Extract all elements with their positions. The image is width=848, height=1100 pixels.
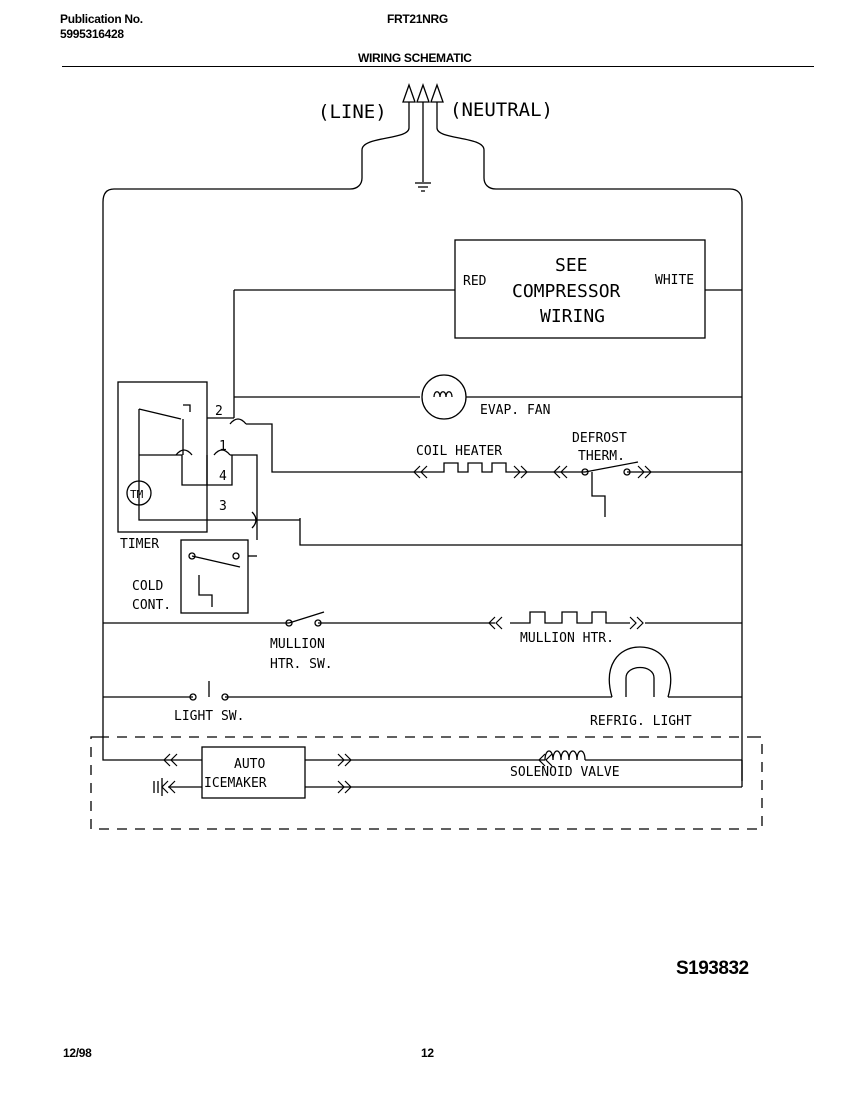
mullion-htr-label: MULLION HTR.	[520, 631, 614, 646]
page-number: 12	[421, 1046, 434, 1060]
icemaker-label-1: AUTO	[234, 757, 265, 772]
terminal-1: 1	[219, 439, 227, 454]
publication-number: 5995316428	[60, 27, 124, 41]
coil-heater-label: COIL HEATER	[416, 444, 502, 459]
timer-motor-label: TM	[130, 488, 144, 501]
timer-box	[117, 381, 208, 533]
publication-label: Publication No.	[60, 12, 143, 26]
defrost-therm-bimetal	[591, 472, 606, 517]
compressor-label: COMPRESSOR	[512, 281, 621, 302]
footer-date: 12/98	[63, 1046, 92, 1060]
model-number: FRT21NRG	[387, 12, 448, 26]
terminal-3: 3	[219, 499, 227, 514]
terminal-2: 2	[215, 404, 223, 419]
line-rail	[102, 127, 410, 761]
compressor-wiring: WIRING	[540, 306, 605, 327]
defrost-therm-label: THERM.	[578, 449, 625, 464]
neutral-label: (NEUTRAL)	[450, 99, 553, 121]
evap-fan-motor-icon	[421, 374, 467, 420]
timer-motor-icon	[126, 480, 152, 506]
compressor-see: SEE	[555, 255, 588, 276]
solenoid-valve-label: SOLENOID VALVE	[510, 765, 620, 780]
solenoid-coil-icon	[544, 750, 586, 761]
icemaker-dashed-region	[90, 736, 763, 830]
mullion-sw-label-2: HTR. SW.	[270, 657, 333, 672]
timer-label: TIMER	[120, 537, 159, 552]
supply-plug	[402, 83, 444, 182]
cold-control-label-1: COLD	[132, 579, 163, 594]
section-title: WIRING SCHEMATIC	[358, 51, 472, 65]
red-wire-label: RED	[463, 274, 487, 289]
connector-chevrons	[161, 465, 652, 794]
line-label: (LINE)	[318, 101, 387, 123]
white-wire-label: WHITE	[655, 273, 694, 288]
cold-control-box	[180, 539, 249, 614]
light-sw-label: LIGHT SW.	[174, 709, 244, 724]
neutral-rail	[436, 127, 743, 781]
refrig-light-icon	[608, 646, 672, 698]
header-rule	[62, 66, 814, 67]
ground-icon	[415, 182, 431, 192]
compressor-box	[454, 239, 706, 339]
mullion-sw-label-1: MULLION	[270, 637, 325, 652]
defrost-label: DEFROST	[572, 431, 627, 446]
terminal-4: 4	[219, 469, 227, 484]
evap-fan-label: EVAP. FAN	[480, 403, 550, 418]
auto-icemaker-box	[201, 746, 306, 799]
refrig-light-label: REFRIG. LIGHT	[590, 714, 692, 729]
drawing-reference: S193832	[676, 958, 749, 979]
cold-control-label-2: CONT.	[132, 598, 171, 613]
icemaker-label-2: ICEMAKER	[204, 776, 267, 791]
